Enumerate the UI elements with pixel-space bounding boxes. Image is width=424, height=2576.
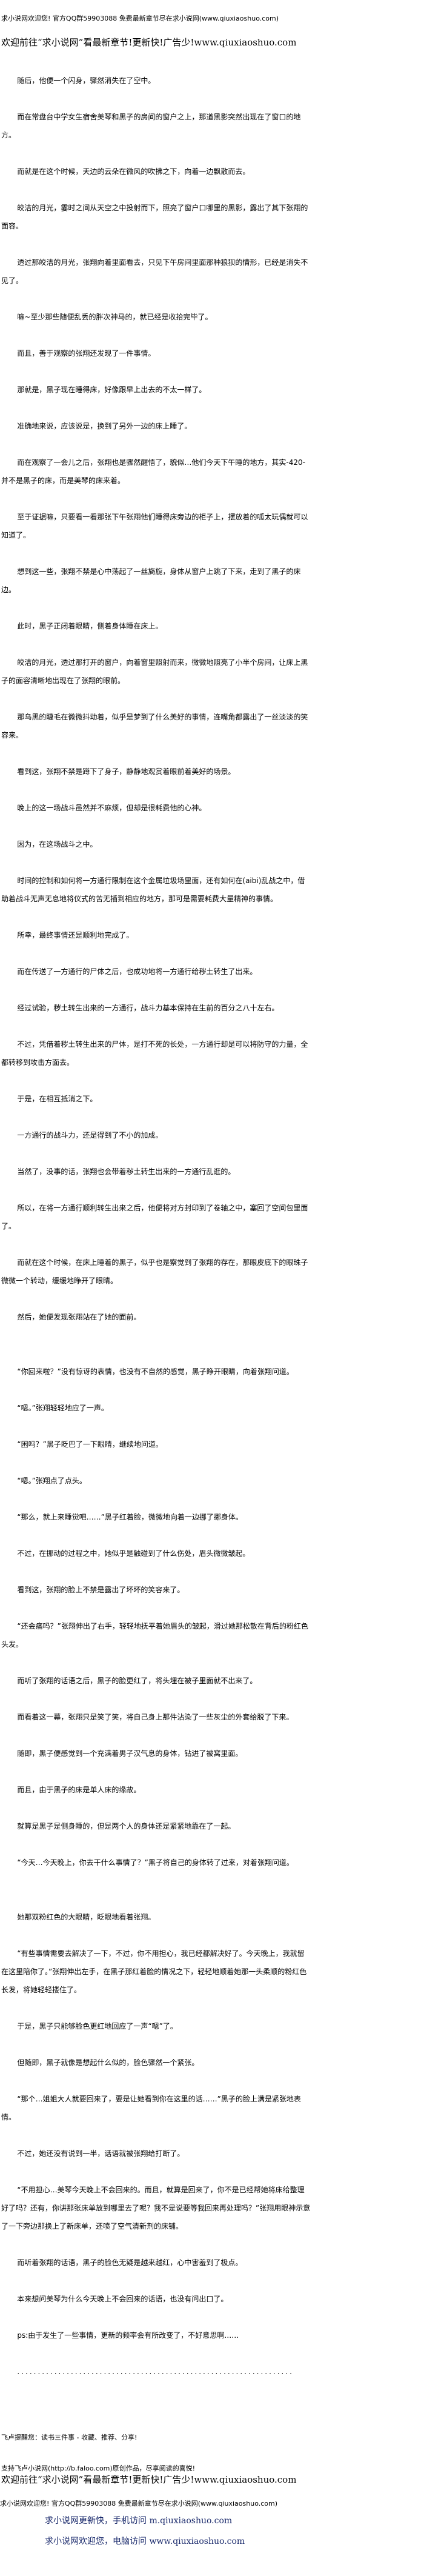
chapter-paragraph: 嘛~至少那些随便乱丢的胖次神马的，就已经是收拾完毕了。 (17, 313, 213, 321)
chapter-paragraph: 至于证据嘛，只要看一看那张下午张翔他们睡得床旁边的柜子上，摆放着的呱太玩偶就可以… (1, 513, 308, 539)
chapter-paragraph: ps:由于发生了一些事情，更新的频率会有所改变了，不好意思啊…… (17, 2331, 239, 2340)
chapter-paragraph: 所以，在将一方通行顺利转生出来之后，他便将对方封印到了卷轴之中，塞回了空间包里面… (1, 1204, 308, 1230)
chapter-paragraph: 随即，黑子便感觉到一个充满着男子汉气息的身体，钻进了被窝里面。 (17, 1749, 243, 1758)
chapter-paragraph: 所幸，最终事情还是顺利地完成了。 (17, 931, 134, 939)
chapter-paragraph: 晚上的这一场战斗虽然并不麻烦，但却是很耗费他的心神。 (17, 804, 207, 812)
chapter-paragraph: 看到这，张翔的脸上不禁是露出了坏坏的笑容来了。 (17, 1586, 185, 1594)
chapter-paragraph: 而在常盘台中学女生宿舍美琴和黑子的房间的窗户之上，那道黑影突然出现在了窗口的地方… (1, 113, 301, 139)
chapter-paragraph: 她那双粉红色的大眼睛，眨眼地看着张翔。 (17, 1913, 156, 1921)
chapter-paragraph: 不过，在挪动的过程之中，她似乎是触碰到了什么伤处，眉头微微皱起。 (17, 1549, 250, 1558)
chapter-paragraph: 而看着这一幕，张翔只是笑了笑，将自己身上那件沾染了一些灰尘的外套给脱了下来。 (17, 1713, 294, 1721)
chapter-paragraph: 当然了，没事的话，张翔也会带着秽土转生出来的一方通行乱逛的。 (17, 1167, 236, 1176)
chapter-paragraph: “那个…姐姐大人就要回来了，要是让她看到你在这里的话……”黑子的脸上满是紧张地表… (1, 2095, 301, 2121)
site-qq-notice: 求小说网欢迎您! 官方QQ群59903088 免费最新章节尽在求小说网(www.… (1, 15, 279, 22)
chapter-paragraph: 于是，在相互抵消之下。 (17, 1095, 98, 1103)
chapter-paragraph: 于是，黑子只能够脸色更红地回应了一声“嗯”了。 (17, 2022, 177, 2030)
chapter-paragraph: 皎洁的月光，透过那打开的窗户，向着窗里照射而来，微微地照亮了小半个房间，让床上黑… (1, 658, 308, 685)
chapter-paragraph: 准确地来说，应该说是，换到了另外一边的床上睡了。 (17, 422, 192, 430)
chapter-paragraph: 时间的控制和如何将一方通行限制在这个金属垃圾场里面，还有如何在(aibi)乱战之… (1, 876, 305, 903)
chapter-paragraph: “有些事情需要去解决了一下，不过，你不用担心，我已经都解决好了。今天晚上，我就留… (1, 1949, 307, 1994)
footer-qq-notice: 求小说网欢迎您! 官方QQ群59903088 免费最新章节尽在求小说网(www.… (0, 2500, 278, 2508)
site-welcome-banner: 欢迎前往“求小说网”看最新章节!更新快!广告少!www.qiuxiaoshuo.… (1, 37, 297, 48)
chapter-paragraph: 此时，黑子正闭着眼睛，侧着身体睡在床上。 (17, 622, 163, 630)
chapter-page: 求小说网欢迎您! 官方QQ群59903088 免费最新章节尽在求小说网(www.… (1, 15, 311, 2381)
chapter-paragraph: 而且，由于黑子的床是单人床的缘故。 (17, 1786, 141, 1794)
chapter-paragraph: 看到这，张翔不禁是蹲下了身子，静静地观赏着眼前着美好的场景。 (17, 767, 236, 776)
desktop-access-link[interactable]: 求小说网欢迎您，电脑访问 www.qiuxiaoshuo.com (45, 2537, 245, 2546)
chapter-paragraph: “还会痛吗？”张翔伸出了右手，轻轻地抚平着她眉头的皱起，滑过她那松散在背后的粉红… (1, 1622, 308, 1649)
faloo-support-notice: 支持飞卢小说网(http://b.faloo.com)原创作品，尽享阅读的喜悦! (1, 2464, 196, 2472)
chapter-end-dots: ........................................… (17, 2367, 294, 2376)
chapter-paragraph: 而就是在这个时候，天边的云朵在微风的吹拂之下，向着一边飘散而去。 (17, 167, 250, 176)
chapter-paragraph: 然后，她便发现张翔站在了她的面前。 (17, 1313, 141, 1321)
chapter-paragraph: 本来想问美琴为什么今天晚上不会回来的话语，也没有问出口了。 (17, 2295, 228, 2303)
footer-welcome-banner: 欢迎前往“求小说网”看最新章节!更新快!广告少!www.qiuxiaoshuo.… (1, 2474, 297, 2485)
chapter-paragraph: “你回来啦？”没有惊讶的表情，也没有不自然的感觉，黑子睁开眼睛，向着张翔问道。 (17, 1367, 294, 1376)
chapter-paragraph: 而听着张翔的话语，黑子的脸色无疑是越来越红，心中害羞到了极点。 (17, 2258, 243, 2267)
chapter-paragraph: “今天…今天晚上，你去干什么事情了？”黑子将自己的身体转了过来，对着张翔问道。 (17, 1858, 294, 1867)
chapter-paragraph: 就算是黑子是侧身睡的，但是两个人的身体还是紧紧地靠在了一起。 (17, 1822, 236, 1830)
chapter-paragraph: 随后，他便一个闪身，骤然消失在了空中。 (17, 76, 156, 85)
chapter-paragraph: 而在观察了一会儿之后，张翔也是骤然醒悟了，貌似…他们今天下午睡的地方，其实-42… (1, 458, 305, 485)
chapter-paragraph: 而且，善于观察的张翔还发现了一件事情。 (17, 349, 156, 358)
chapter-paragraph: 而在传送了一方通行的尸体之后，也成功地将一方通行给秽土转生了出来。 (17, 967, 257, 976)
chapter-paragraph: 那乌黑的睫毛在微微抖动着，似乎是梦到了什么美好的事情，连嘴角都露出了一丝淡淡的笑… (1, 713, 308, 739)
chapter-paragraph: 而听了张翔的话语之后，黑子的脸更红了，将头埋在被子里面就不出来了。 (17, 1677, 257, 1685)
page-footer: 飞卢提醒您：读书三件事 - 收藏、推荐、分享! 支持飞卢小说网(http://b… (0, 2432, 424, 2548)
mobile-access-link[interactable]: 求小说网更新快，手机访问 m.qiuxiaoshuo.com (45, 2516, 233, 2526)
chapter-paragraph: “不用担心…美琴今天晚上不会回来的。而且，就算是回来了，你不是已经帮她将床给整理… (1, 2186, 311, 2231)
chapter-paragraph: 但随即，黑子就像是想起什么似的，脸色骤然一个紧张。 (17, 2058, 199, 2067)
chapter-paragraph: 经过试验，秽土转生出来的一方通行，战斗力基本保持在生前的百分之八十左右。 (17, 1004, 279, 1012)
reading-tip: 飞卢提醒您：读书三件事 - 收藏、推荐、分享! (1, 2434, 137, 2441)
chapter-paragraph: “嗯。”张翔点了点头。 (17, 1477, 87, 1485)
chapter-body: 随后，他便一个闪身，骤然消失在了空中。而在常盘台中学女生宿舍美琴和黑子的房间的窗… (1, 72, 311, 2381)
chapter-paragraph: 那就是，黑子现在睡得床，好像跟早上出去的不太一样了。 (17, 385, 207, 394)
chapter-paragraph: 因为，在这场战斗之中。 (17, 840, 98, 849)
chapter-paragraph: 一方通行的战斗力，还是得到了不小的加成。 (17, 1131, 163, 1140)
chapter-paragraph: 皎洁的月光，霎时之间从天空之中投射而下，照亮了窗户口哪里的黑影，露出了其下张翔的… (1, 204, 308, 230)
chapter-paragraph: 不过，凭借着秽土转生出来的尸体，是打不死的长处，一方通行却是可以将防守的力量，全… (1, 1040, 308, 1067)
chapter-paragraph: 想到这一些，张翔不禁是心中荡起了一丝旖旎，身体从窗户上跳了下来，走到了黑子的床边… (1, 567, 301, 594)
chapter-paragraph: “嗯。”张翔轻轻地应了一声。 (17, 1404, 108, 1412)
chapter-paragraph: 透过那皎洁的月光，张翔向着里面看去，只见下午房间里面那种狼狈的情形，已经是消失不… (1, 258, 308, 285)
chapter-paragraph: 不过，她还没有说到一半，话语就被张翔给打断了。 (17, 2149, 185, 2158)
chapter-paragraph: “困吗？”黑子眨巴了一下眼睛，继续地问道。 (17, 1440, 163, 1449)
chapter-paragraph: “那么，就上来睡觉吧……”黑子红着脸，微微地向着一边挪了挪身体。 (17, 1513, 243, 1521)
chapter-paragraph: 而就在这个时候，在床上睡着的黑子，似乎也是察觉到了张翔的存在，那眼皮底下的眼珠子… (1, 1258, 308, 1285)
